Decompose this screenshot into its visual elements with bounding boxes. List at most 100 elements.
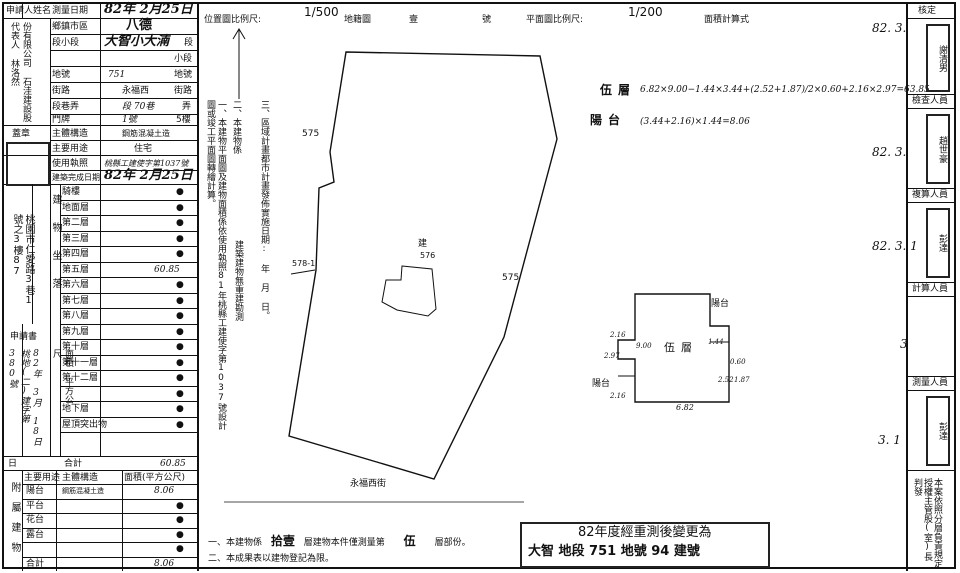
- lot-num-west: 578-1: [292, 259, 316, 268]
- subsection-suffix: 小段: [174, 54, 193, 64]
- floor-area-value: ●: [176, 187, 184, 197]
- street-value: 永福西: [122, 86, 150, 96]
- floor-area-value: 60.85: [154, 264, 180, 275]
- floor-area-value: ●: [176, 373, 184, 383]
- dim-187: 1.87: [734, 376, 750, 384]
- door-value: 1號: [122, 115, 137, 125]
- note-3: 三、區域計畫都市計畫發佈實施日期: 年 月 日。: [259, 100, 269, 320]
- floor-row-divider: [60, 385, 197, 387]
- structure-label: 主體構造: [52, 129, 89, 139]
- floor-name: 第十二層: [62, 373, 99, 383]
- floor-name: 第九層: [62, 326, 90, 337]
- permit-label: 使用執照: [52, 159, 89, 169]
- floor-name: 第五層: [62, 264, 90, 275]
- attached-header-struct: 主體構造: [62, 473, 99, 483]
- attached-row-divider: [22, 542, 197, 543]
- floor-row-divider: [60, 292, 197, 294]
- attached-use: 花台: [26, 515, 45, 525]
- dim-216a: 2.16: [610, 331, 626, 339]
- lot-num-e: 575: [502, 273, 520, 283]
- floor-row-divider: [60, 230, 197, 232]
- balcony-calc: (3.44+2.16)×1.44=8.06: [640, 117, 750, 127]
- floor-name: 地面層: [62, 202, 90, 213]
- plan-floor: 伍層: [664, 341, 698, 354]
- plan-balcony-1: 陽台: [711, 299, 730, 309]
- attached-use: 陽台: [26, 486, 45, 496]
- attached-use: 平台: [26, 500, 45, 511]
- attached-row-divider: [22, 498, 197, 500]
- location-scale-label: 位置圖比例尺:: [204, 15, 262, 25]
- attached-use: 合計: [26, 558, 45, 569]
- dim-060: 0.60: [730, 358, 746, 366]
- plan-scale-label: 平面圖比例尺:: [526, 15, 584, 25]
- calc-date: 3: [900, 337, 908, 351]
- floor-row-divider: [60, 401, 197, 402]
- seal-stamp: [6, 142, 50, 186]
- surveyor-name: 彭達: [926, 396, 950, 466]
- floor-row-divider: [60, 339, 197, 340]
- lane-label: 段巷弄: [52, 102, 80, 112]
- floor-area-value: ●: [176, 404, 184, 414]
- floor-area-value: ●: [176, 342, 184, 352]
- floor-label: 伍層: [600, 83, 637, 97]
- footer1-prefix: 一、本建物係: [208, 538, 263, 548]
- dim-900: 9.00: [636, 342, 652, 350]
- attached-title: 附屬建物: [9, 482, 20, 562]
- attached-area: 8.06: [154, 486, 175, 496]
- township-value: 八德: [126, 18, 153, 33]
- footer1-suffix: 層部份。: [434, 538, 471, 548]
- floor-row-divider: [60, 432, 197, 433]
- attached-row-divider: [22, 513, 197, 514]
- attached-area: ●: [176, 544, 184, 554]
- surveyor-label: 測量人員: [912, 378, 949, 388]
- floor-row-divider: [60, 246, 197, 247]
- plan-balcony-2: 陽台: [592, 379, 611, 389]
- footer-line-2: 二、本成果表以建物登記為限。: [208, 554, 335, 564]
- sheet-label: 壹: [409, 15, 419, 25]
- dim-144: 1.44: [708, 338, 724, 346]
- stamp-line-1: 82年度經重測後變更為: [578, 525, 712, 540]
- lot-num-main: 576: [420, 251, 436, 260]
- footer1-mid: 層建物本件僅測量第: [303, 538, 385, 548]
- attached-row-divider: [22, 556, 197, 558]
- floor-area-value: ●: [176, 233, 184, 244]
- use-value: 住宅: [134, 144, 153, 154]
- door-suffix: 5樓: [176, 115, 191, 125]
- attached-header-use: 主要用途: [24, 473, 61, 483]
- floor-row-divider: [60, 308, 197, 309]
- calc-label: 計算人員: [912, 284, 949, 294]
- floor-row-divider: [60, 277, 197, 278]
- plan-scale: 1/200: [628, 5, 663, 19]
- floor-name: 第二層: [62, 218, 90, 228]
- total-label: 合計: [64, 459, 83, 469]
- review-name: 彭達: [926, 208, 950, 278]
- attached-area: ●: [176, 515, 184, 525]
- applicant-value: 份有限公司 石洼建設股 代表人 林洛然: [9, 22, 31, 122]
- floor-row-divider: [60, 370, 197, 371]
- area-unit: 面積 平方公尺: [51, 349, 73, 404]
- check-label: 核定: [918, 6, 937, 16]
- section-value: 大智小大湳: [104, 34, 170, 49]
- floor-area-value: ●: [176, 295, 184, 306]
- floor-row-divider: [60, 199, 197, 201]
- footer1-floor: 伍: [403, 534, 416, 548]
- balcony-label: 陽台: [590, 113, 627, 127]
- total-value: 60.85: [160, 459, 186, 469]
- floor-area-value: ●: [176, 249, 184, 259]
- door-label: 門牌: [52, 115, 71, 125]
- dim-216b: 2.16: [610, 392, 626, 400]
- floor-calc: 6.82×9.00−1.44×3.44+(2.52+1.87)/2×0.60+2…: [640, 85, 930, 95]
- street-label: 街路: [52, 86, 71, 96]
- attached-struct: 鋼筋混凝土造: [62, 487, 104, 495]
- check-date: 82. 3.: [872, 21, 907, 35]
- floor-row-divider: [60, 323, 197, 325]
- application-label: 申請書: [10, 332, 38, 342]
- survey-date-label: 測量日期: [52, 6, 89, 16]
- attached-row-divider: [22, 484, 197, 485]
- dim-252: 2.52: [718, 376, 734, 384]
- floor-area-value: ●: [176, 419, 184, 430]
- footer1-floors: 拾壹: [270, 534, 295, 548]
- use-label: 主要用途: [52, 144, 89, 154]
- address-side: 桃園市仁愛路3巷1號之3樓87: [11, 214, 34, 306]
